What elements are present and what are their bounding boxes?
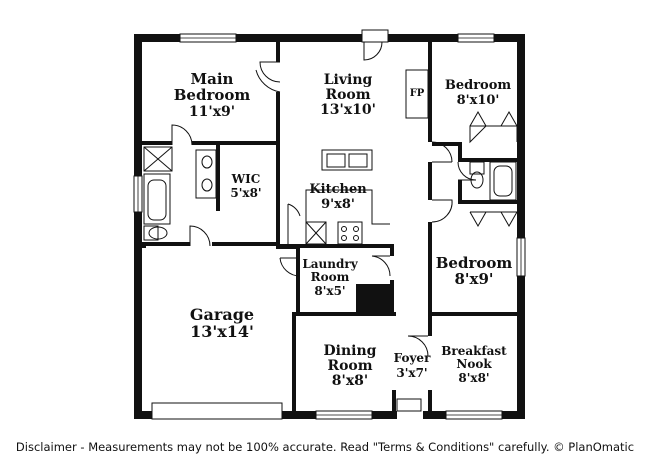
dining-name-1: Dining	[324, 343, 377, 359]
nook-name-2: Nook	[456, 357, 492, 371]
room-label-breakfast-nook: Breakfast Nook 8'x8'	[441, 344, 507, 385]
wic-size: 5'x8'	[230, 186, 261, 200]
disclaimer-text: Disclaimer - Measurements may not be 100…	[15, 440, 635, 454]
kitchen-size: 9'x8'	[321, 197, 355, 212]
kitchen-name: Kitchen	[309, 182, 367, 197]
room-label-garage: Garage 13'x14'	[190, 305, 254, 341]
windows	[133, 33, 526, 420]
laundry-name-2: Room	[311, 270, 350, 284]
exterior-wall-top	[134, 34, 525, 42]
kitchen-counter	[305, 189, 390, 244]
front-door-icon	[396, 398, 422, 412]
laundry-name-1: Laundry	[302, 257, 358, 271]
room-label-kitchen: Kitchen 9'x8'	[309, 182, 367, 212]
exterior-wall-right	[517, 34, 525, 419]
fireplace-icon	[405, 69, 429, 119]
kitchen-sink-icon	[321, 149, 373, 171]
top-door-icon	[361, 29, 389, 61]
room-label-laundry: Laundry Room 8'x5'	[302, 257, 358, 298]
bedroom-top-size: 8'x10'	[457, 93, 500, 108]
main-bedroom-name-1: Main	[191, 70, 234, 88]
room-label-main-bedroom: Main Bedroom 11'x9'	[174, 70, 251, 120]
foyer-name: Foyer	[394, 351, 431, 365]
garage-size: 13'x14'	[190, 322, 254, 341]
living-room-name-1: Living	[324, 72, 373, 88]
room-label-dining-room: Dining Room 8'x8'	[324, 343, 377, 389]
garage-name: Garage	[190, 305, 254, 324]
main-bedroom-name-2: Bedroom	[174, 86, 251, 104]
living-room-size: 13'x10'	[320, 102, 376, 118]
interior-walls	[142, 42, 517, 411]
room-label-bedroom-mid: Bedroom 8'x9'	[436, 254, 513, 288]
fixtures	[143, 69, 517, 245]
wic-name: WIC	[231, 172, 261, 186]
nook-name-1: Breakfast	[441, 344, 507, 358]
room-label-bedroom-top: Bedroom 8'x10'	[445, 78, 512, 108]
nook-size: 8'x8'	[458, 371, 489, 385]
bedroom-mid-size: 8'x9'	[454, 270, 493, 288]
toilet-icon	[143, 225, 159, 241]
laundry-appliance-block	[356, 284, 392, 312]
foyer-size: 3'x7'	[396, 366, 427, 380]
exterior-wall-left	[134, 34, 142, 419]
dining-size: 8'x8'	[332, 373, 368, 389]
bathtub-icon	[143, 173, 171, 225]
main-bedroom-size: 11'x9'	[189, 104, 235, 120]
hall-tub-icon	[489, 161, 517, 201]
laundry-size: 8'x5'	[314, 284, 345, 298]
garage-door	[151, 402, 283, 420]
front-door-opening	[397, 411, 423, 419]
dishwasher-icon	[305, 221, 327, 245]
stove-icon	[337, 221, 363, 245]
room-label-living-room: Living Room 13'x10'	[320, 72, 376, 118]
fireplace-label: FP	[410, 88, 425, 99]
living-room-name-2: Room	[325, 87, 370, 103]
room-label-foyer: Foyer 3'x7'	[394, 351, 431, 380]
bedroom-top-name: Bedroom	[445, 78, 512, 93]
shower-icon	[143, 146, 173, 172]
vanity-icon	[195, 149, 217, 199]
room-label-wic: WIC 5'x8'	[230, 172, 261, 200]
dining-name-2: Room	[327, 358, 372, 374]
hall-toilet-icon	[469, 161, 485, 175]
bedroom-mid-name: Bedroom	[436, 254, 513, 272]
door-swings	[171, 61, 518, 357]
